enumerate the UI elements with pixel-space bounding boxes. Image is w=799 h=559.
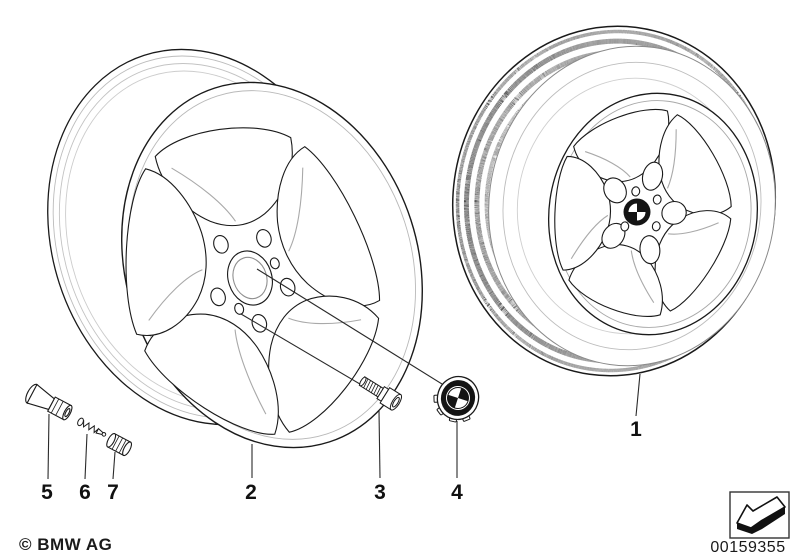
valve-cap-drawing	[106, 432, 133, 457]
callout-3-wheel-bolt[interactable]: 3	[374, 481, 386, 504]
leader-lines	[47, 268, 641, 480]
wheel-bolt-drawing	[358, 376, 403, 411]
valve-core-drawing	[77, 417, 107, 437]
alloy-wheel-drawing	[0, 9, 468, 487]
document-number: 00159355	[710, 539, 786, 556]
direction-arrow-icon	[729, 491, 790, 539]
callout-6-valve-core[interactable]: 6	[79, 481, 91, 504]
callout-7-valve-cap[interactable]: 7	[107, 481, 119, 504]
callout-4-hub-cap[interactable]: 4	[451, 481, 463, 504]
callout-1-wheel-with-tire[interactable]: 1	[630, 418, 642, 441]
copyright-notice: © BMW AG	[19, 535, 113, 554]
callout-5-valve-stem[interactable]: 5	[41, 481, 53, 504]
wheel-with-tire-drawing	[430, 5, 799, 396]
bmw-roundel-icon	[623, 198, 651, 226]
callout-2-alloy-wheel[interactable]: 2	[245, 481, 257, 504]
valve-stem-drawing	[25, 383, 73, 421]
hub-cap-drawing	[433, 375, 480, 423]
